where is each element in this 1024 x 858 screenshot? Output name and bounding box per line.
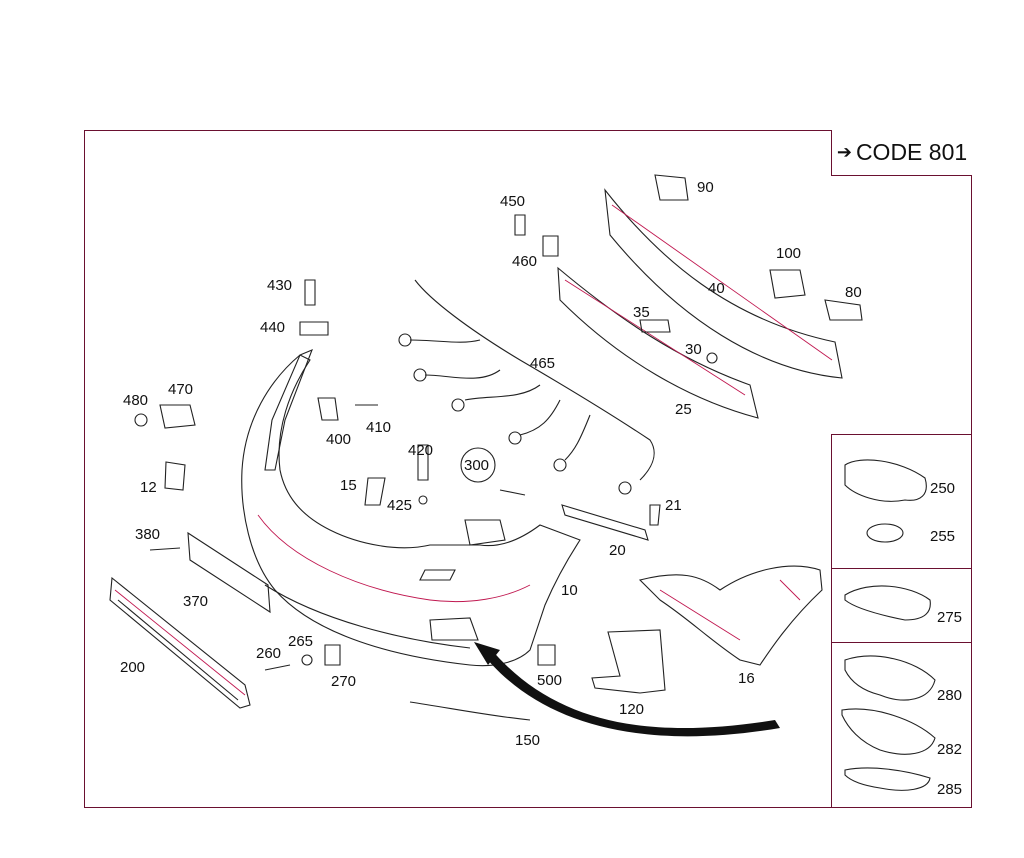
- small-bracket: [324, 644, 341, 666]
- variant-side-panel: [831, 434, 972, 808]
- code-label: CODE 801: [855, 139, 968, 165]
- arrow-right-icon: ➔: [836, 142, 852, 162]
- part-number: 465: [530, 355, 555, 372]
- part-number: 280: [937, 687, 962, 704]
- part-number: 10: [561, 582, 578, 599]
- part-number: 20: [609, 542, 626, 559]
- bumper-cover: [241, 354, 581, 667]
- screw: [417, 444, 429, 481]
- part-number: 380: [135, 526, 160, 543]
- tow-hook-cover: [464, 519, 506, 546]
- part-number: 282: [937, 741, 962, 758]
- chrome-trim: [844, 585, 931, 621]
- part-number: 430: [267, 277, 292, 294]
- part-number: 425: [387, 497, 412, 514]
- part-number: 30: [685, 341, 702, 358]
- fog-ring: [866, 523, 904, 543]
- arrow-head: [474, 642, 500, 665]
- bolt: [149, 547, 181, 551]
- part-number: 150: [515, 732, 540, 749]
- cover-cap: [164, 461, 186, 491]
- diagram-frame: [84, 130, 972, 808]
- part-number: 12: [140, 479, 157, 496]
- part-number: 100: [776, 245, 801, 262]
- license-plate-holder: [187, 531, 271, 614]
- mount-bracket: [654, 174, 689, 201]
- mesh-grille: [841, 708, 936, 755]
- fog-bezel: [844, 459, 927, 502]
- part-number: 410: [366, 419, 391, 436]
- part-number: 270: [331, 673, 356, 690]
- part-number: 40: [708, 280, 725, 297]
- screw: [304, 279, 316, 306]
- callout-circle: [460, 447, 496, 483]
- mount-bracket: [824, 299, 863, 321]
- part-number: 370: [183, 593, 208, 610]
- part-number: 265: [288, 633, 313, 650]
- part-number: 200: [120, 659, 145, 676]
- impact-beam: [557, 266, 759, 419]
- part-number: 80: [845, 284, 862, 301]
- parking-sensor: [159, 404, 196, 429]
- pointer-arrow: [478, 648, 780, 737]
- part-number: 470: [168, 381, 193, 398]
- chrome-strip: [844, 767, 931, 791]
- trim-strip: [409, 701, 531, 721]
- washer: [418, 495, 428, 505]
- code-box: ➔ CODE 801: [831, 130, 972, 176]
- part-number: 255: [930, 528, 955, 545]
- part-number: 21: [665, 497, 682, 514]
- part-number: 15: [340, 477, 357, 494]
- washer: [301, 654, 313, 666]
- part-number: 450: [500, 193, 525, 210]
- clip-nut: [537, 644, 556, 666]
- sensor-holder: [317, 397, 339, 421]
- part-number: 440: [260, 319, 285, 336]
- clip-nut: [299, 321, 329, 336]
- panel-divider: [831, 568, 972, 569]
- panel-divider: [831, 642, 972, 643]
- sensor-ring: [134, 413, 148, 427]
- bumper-side-strip: [264, 348, 313, 471]
- part-number: 250: [930, 480, 955, 497]
- parking-sensor-harness: [398, 279, 655, 495]
- part-number: 285: [937, 781, 962, 798]
- bezel: [844, 655, 936, 701]
- reinforcement-strip: [561, 504, 649, 541]
- energy-absorber: [604, 188, 843, 379]
- part-number: 300: [464, 457, 489, 474]
- side-bracket: [638, 565, 823, 666]
- small-bracket: [364, 477, 386, 506]
- sensor-cable: [499, 489, 526, 496]
- clip: [542, 235, 559, 257]
- part-number: 460: [512, 253, 537, 270]
- screw: [514, 214, 526, 236]
- part-number: 35: [633, 304, 650, 321]
- part-number: 25: [675, 401, 692, 418]
- lower-grille: [109, 576, 251, 709]
- part-number: 275: [937, 609, 962, 626]
- part-number: 90: [697, 179, 714, 196]
- part-number: 260: [256, 645, 281, 662]
- air-duct-bracket: [591, 629, 666, 694]
- part-number: 400: [326, 431, 351, 448]
- rivet: [706, 352, 718, 364]
- part-number: 120: [619, 701, 644, 718]
- clip: [649, 504, 661, 526]
- spacer-pad: [639, 319, 671, 333]
- part-number: 16: [738, 670, 755, 687]
- part-number: 480: [123, 392, 148, 409]
- mount-bracket: [769, 269, 806, 299]
- bolt: [264, 664, 291, 671]
- part-number: 420: [408, 442, 433, 459]
- part-number: 500: [537, 672, 562, 689]
